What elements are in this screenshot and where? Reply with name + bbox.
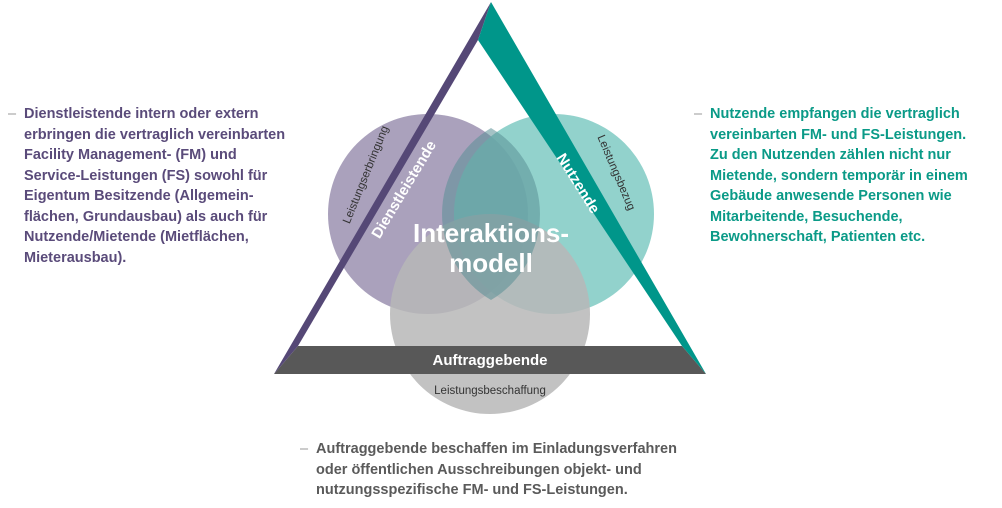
center-title-line1: Interaktions- xyxy=(413,218,569,248)
dash-bullet: – xyxy=(8,106,17,122)
note-line: oder öffentlichen Ausschreibungen objekt… xyxy=(316,461,642,478)
note-line: Eigentum Besitzende (Allgemein- xyxy=(24,188,254,204)
dash-bullet: – xyxy=(300,441,309,457)
note-line: vereinbarten FM- und FS-Leistungen. xyxy=(710,126,967,143)
note-line: Mieterausbau). xyxy=(24,249,127,266)
note-line: Facility Management- (FM) und xyxy=(24,147,237,163)
note-line: Bewohnerschaft, Patienten etc. xyxy=(710,229,926,245)
note-line: Gebäude anwesende Personen wie xyxy=(710,188,952,204)
dash-bullet: – xyxy=(694,106,703,122)
triangle-side-left xyxy=(274,2,491,374)
center-title-line2: modell xyxy=(449,248,533,278)
note-nutzende: – Nutzende empfangen die vertraglich ver… xyxy=(694,104,1000,248)
note-line: Auftraggebende beschaffen im Einladungsv… xyxy=(316,441,677,457)
note-line: nutzungsspezifische FM- und FS-Leistunge… xyxy=(316,482,628,498)
overlap-top xyxy=(442,128,540,300)
note-auftraggebende: – Auftraggebende beschaffen im Einladung… xyxy=(300,439,736,501)
note-line: Nutzende empfangen die vertraglich xyxy=(710,106,960,122)
note-line: Mietende, sondern temporär in einem xyxy=(710,167,968,184)
triangle-side-right xyxy=(478,2,706,374)
note-line: Mitarbeitende, Besuchende, xyxy=(710,208,903,225)
side-label-auftraggebende: Auftraggebende xyxy=(432,352,547,369)
note-line: Dienstleistende intern oder extern xyxy=(24,106,259,122)
circle-label-leistungsbeschaffung: Leistungsbeschaffung xyxy=(434,385,546,397)
note-line: erbringen die vertraglich vereinbarten xyxy=(24,126,286,143)
triangle-side-bottom xyxy=(274,346,706,374)
note-dienstleistende: – Dienstleistende intern oder extern erb… xyxy=(8,104,324,268)
note-line: Nutzende/Mietende (Mietflächen, xyxy=(24,229,249,245)
note-line: Service-Leistungen (FS) sowohl für xyxy=(24,167,268,184)
note-line: Zu den Nutzenden zählen nicht nur xyxy=(710,147,951,163)
note-line: flächen, Grundausbau) als auch für xyxy=(24,208,268,225)
